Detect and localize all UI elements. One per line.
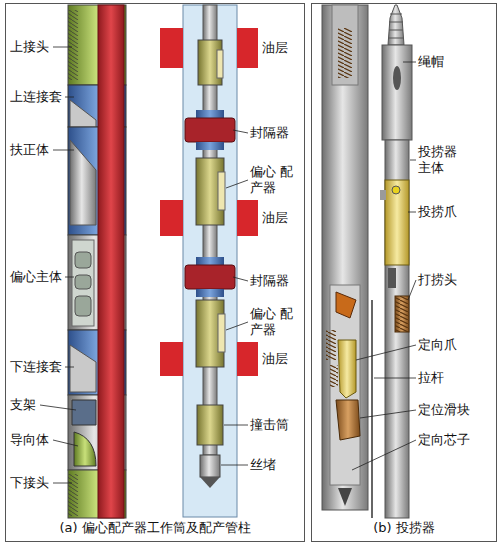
part-label: 油层 xyxy=(262,351,288,367)
part-label: 偏心 配产器 xyxy=(250,164,294,195)
part-label: 封隔器 xyxy=(250,125,289,141)
part-label: 定向爪 xyxy=(418,337,457,353)
part-label: 油层 xyxy=(262,40,288,56)
part-label: 支架 xyxy=(10,397,36,413)
figure-panel: (b) 投捞器 xyxy=(311,3,497,542)
part-label: 拉杆 xyxy=(418,370,444,386)
part-label: 上连接套 xyxy=(10,89,62,105)
part-label: 投捞爪 xyxy=(418,204,457,220)
part-label: 下连接套 xyxy=(10,359,62,375)
part-label: 绳帽 xyxy=(418,54,444,70)
part-label: 油层 xyxy=(262,210,288,226)
part-label: 丝堵 xyxy=(250,457,276,473)
part-label: 撞击筒 xyxy=(250,417,289,433)
part-label: 偏心主体 xyxy=(10,269,62,285)
production-string xyxy=(160,5,258,517)
part-label: 扶正体 xyxy=(10,142,49,158)
part-label: 下接头 xyxy=(10,475,49,491)
part-label: 定向芯子 xyxy=(418,432,470,448)
panel-caption: (a) 偏心配产器工作筒及配产管柱 xyxy=(6,519,304,537)
part-label: 偏心 配产器 xyxy=(250,306,294,337)
part-label: 上接头 xyxy=(10,39,49,55)
part-label: 封隔器 xyxy=(250,273,289,289)
part-label: 导向体 xyxy=(10,432,49,448)
running-tool xyxy=(322,5,416,518)
working-barrel xyxy=(40,5,126,518)
part-label: 投捞器 主体 xyxy=(418,144,462,175)
panel-caption: (b) 投捞器 xyxy=(312,519,496,537)
part-label: 打捞头 xyxy=(418,272,457,288)
part-label: 定位滑块 xyxy=(418,402,470,418)
